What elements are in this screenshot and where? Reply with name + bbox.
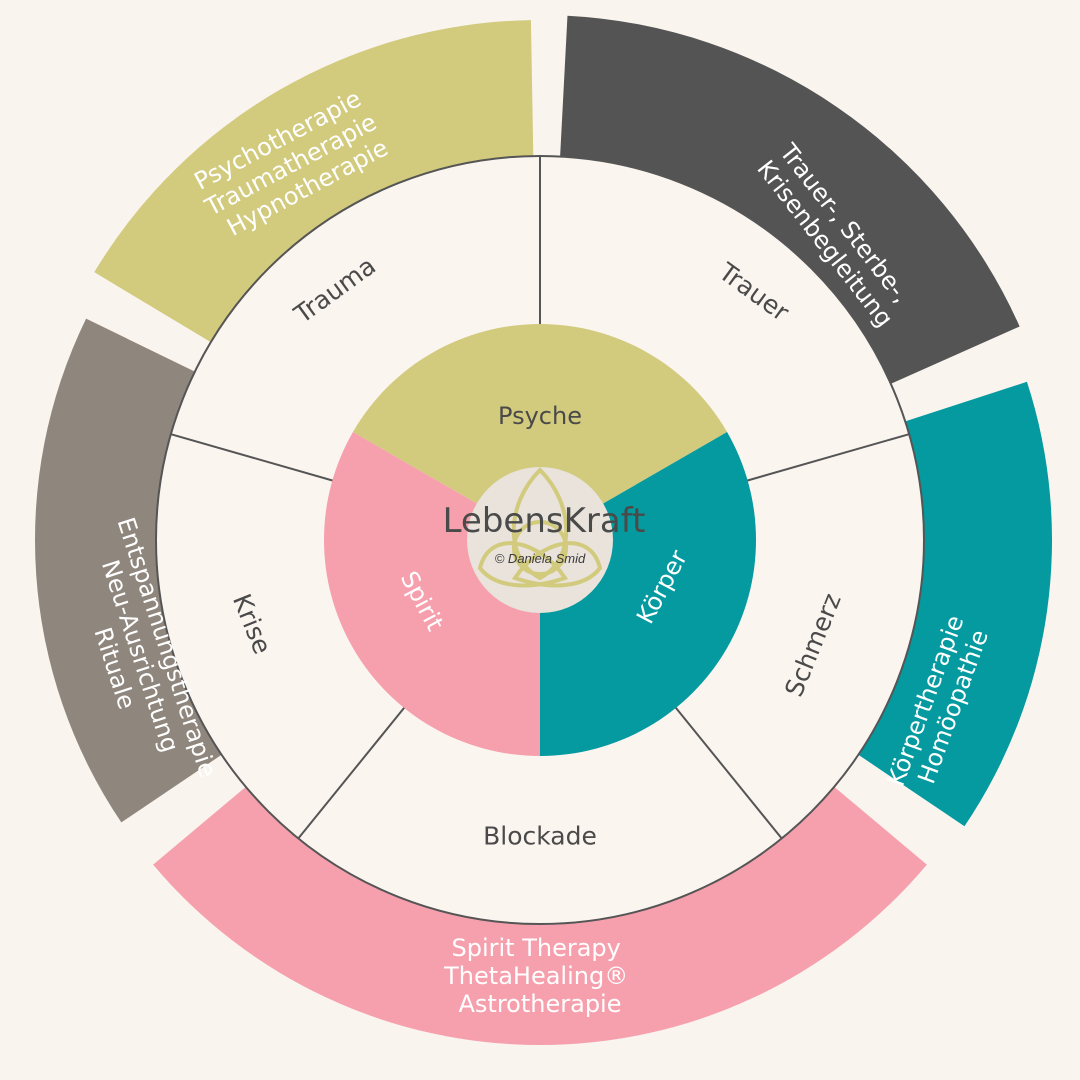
divider-trauer-schmerz — [746, 433, 910, 482]
inner-sector-psyche — [352, 324, 728, 540]
outer-segment-koerpertherapie — [855, 381, 1052, 827]
center-circle — [467, 467, 613, 613]
inner-label-psyche: Psyche — [498, 402, 582, 430]
outer-line-spirit-therapy: Spirit Therapy — [452, 934, 621, 962]
outer-label-spirit-therapy: Spirit Therapy ThetaHealing® Astrotherap… — [443, 934, 636, 1018]
triquetra-icon — [477, 467, 603, 588]
inner-circle — [323, 324, 756, 756]
outer-segment-spirit-therapy — [153, 784, 927, 1045]
center-title: LebensKraft — [443, 501, 646, 541]
middle-label-blockade: Blockade — [483, 822, 597, 851]
outer-segment-psychotherapie — [94, 20, 534, 345]
divider-schmerz-blockade — [674, 706, 783, 840]
outer-ring — [34, 15, 1052, 1045]
outer-segment-entspannung — [34, 318, 225, 823]
middle-ring-dividers — [170, 156, 910, 840]
copyright-text: © Daniela Smid — [495, 551, 586, 566]
outer-line-astrotherapie: Astrotherapie — [459, 990, 622, 1018]
outer-segment-trauerbegleitung — [559, 15, 1020, 386]
outer-line-thetahealing: ThetaHealing® — [443, 962, 628, 990]
divider-krise-trauma — [170, 433, 334, 482]
divider-blockade-krise — [297, 706, 406, 840]
